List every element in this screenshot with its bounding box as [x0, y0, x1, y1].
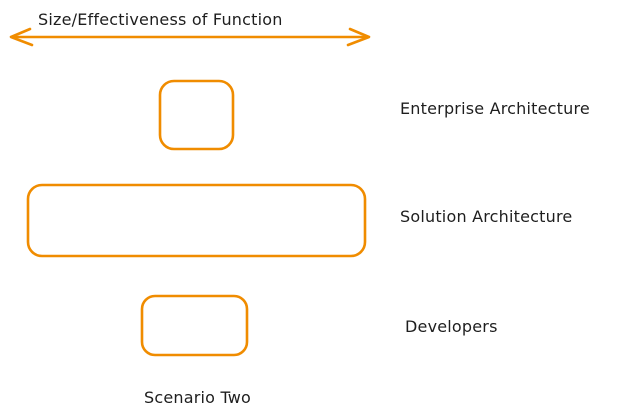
label-developers: Developers: [405, 317, 498, 336]
axis-label: Size/Effectiveness of Function: [38, 10, 283, 29]
label-enterprise-architecture: Enterprise Architecture: [400, 99, 590, 118]
label-solution-architecture: Solution Architecture: [400, 207, 573, 226]
caption: Scenario Two: [144, 388, 252, 407]
box-solution-architecture: [26, 183, 367, 258]
box-developers: [140, 294, 249, 357]
box-enterprise-architecture: [158, 79, 235, 151]
double-arrow-icon: [9, 27, 371, 47]
